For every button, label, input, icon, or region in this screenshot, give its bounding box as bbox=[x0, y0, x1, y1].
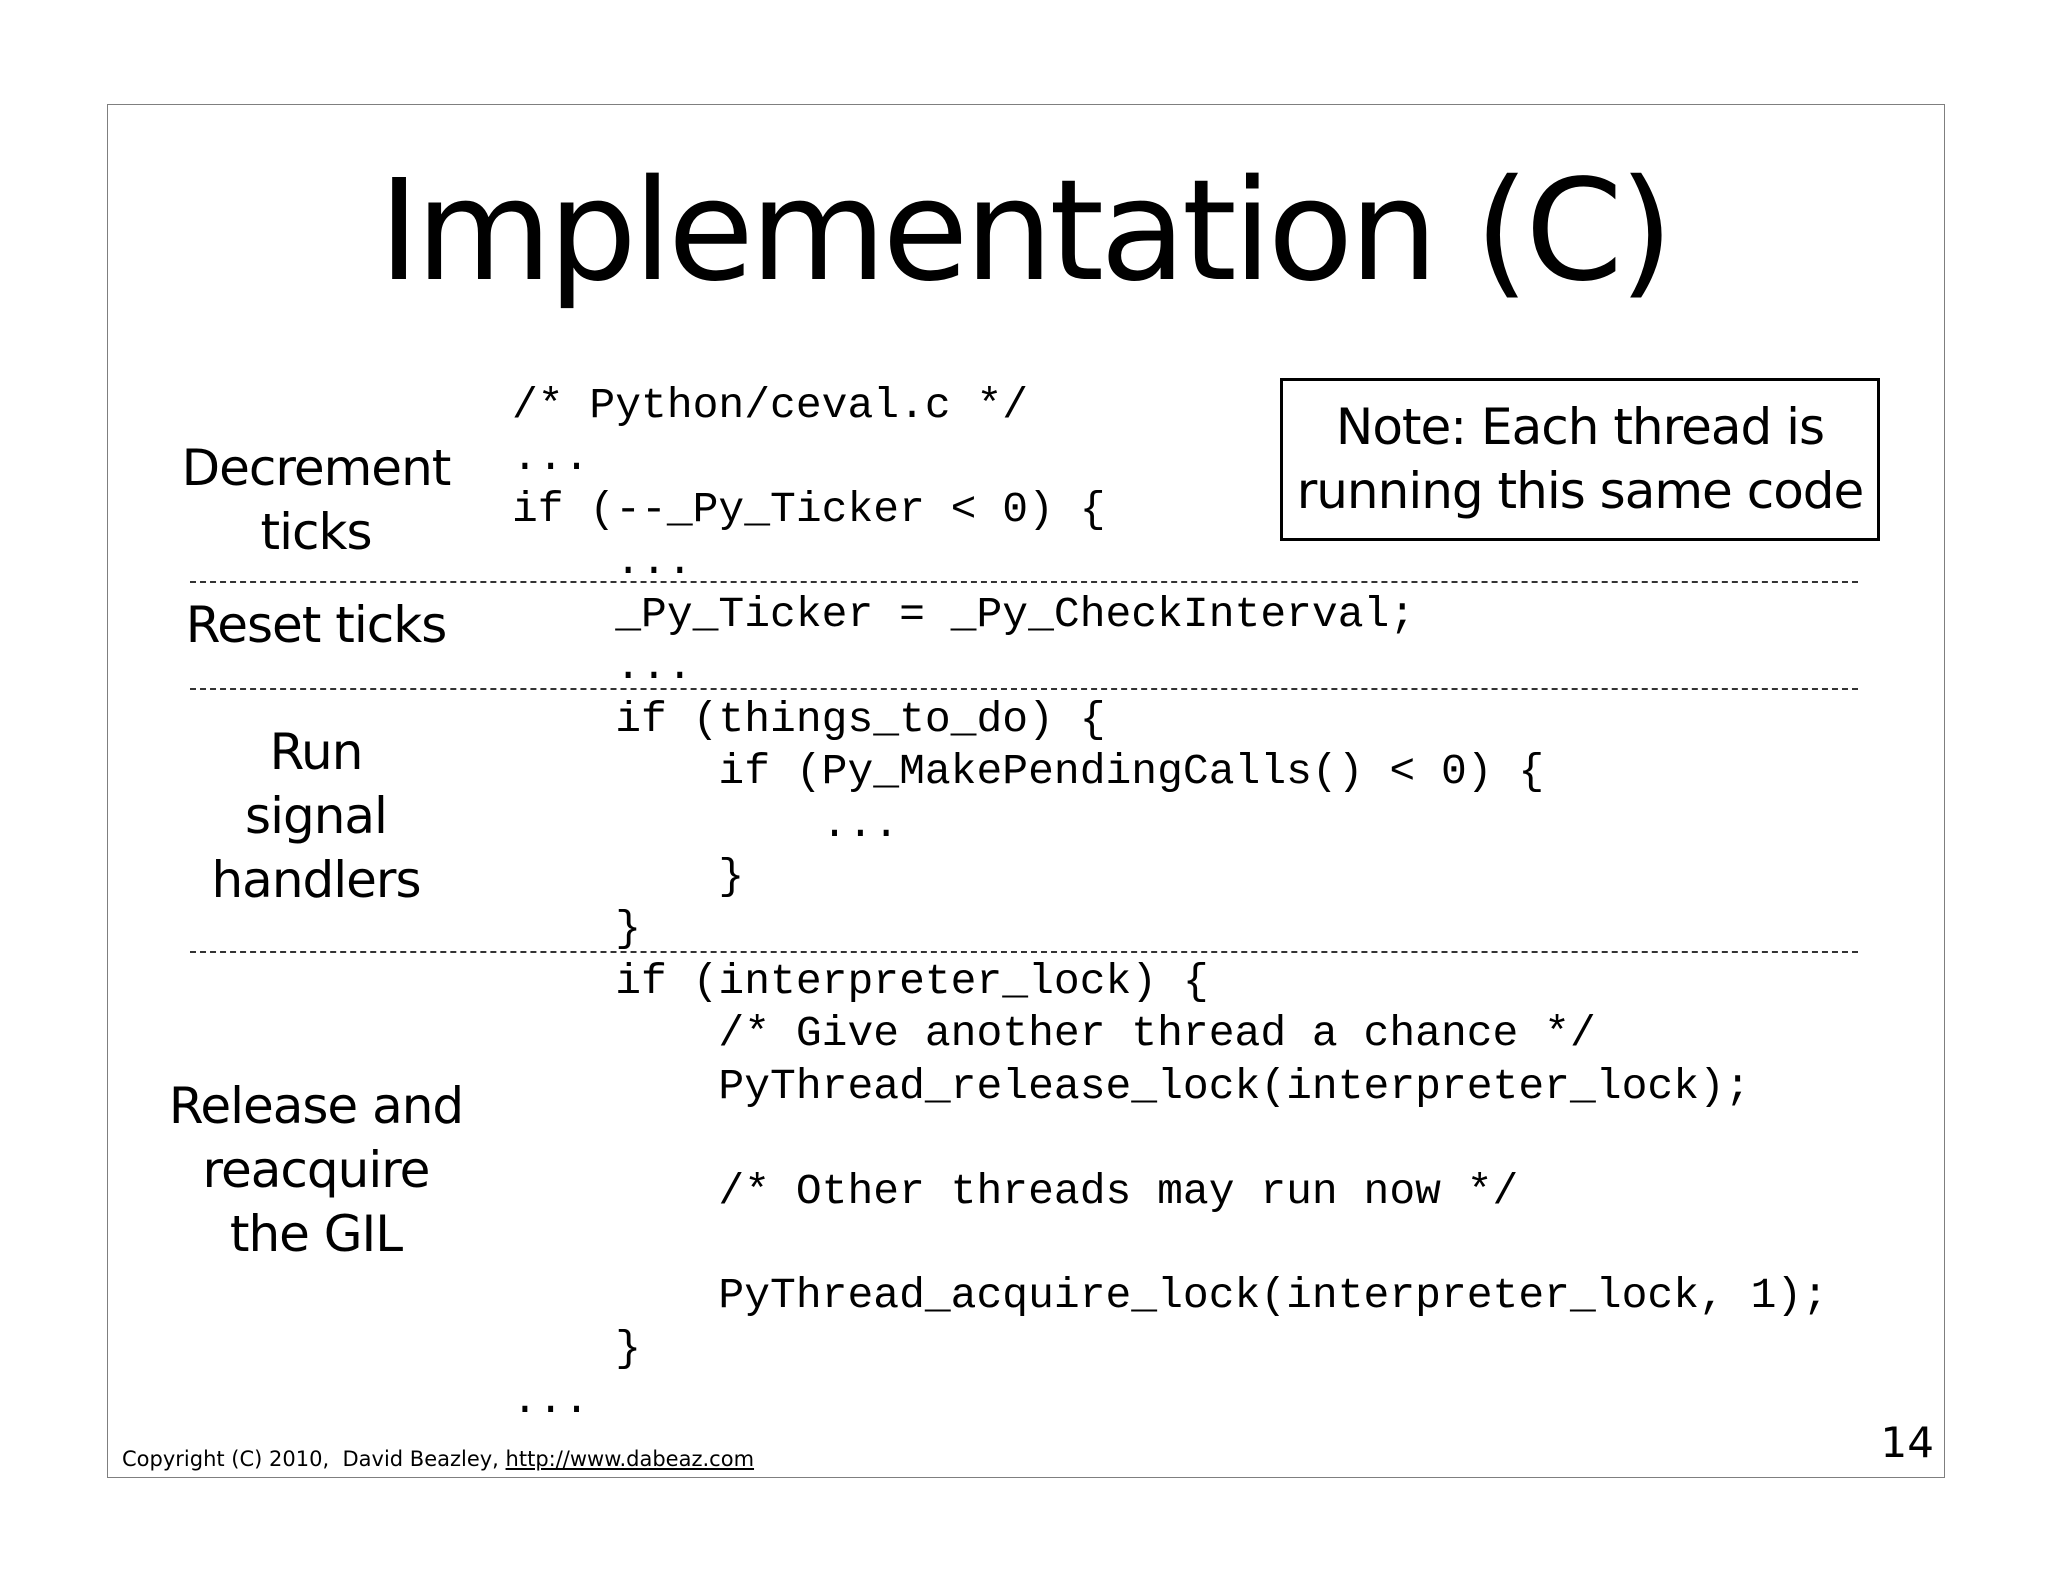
code-line: ... bbox=[512, 1376, 590, 1425]
label-run-signal-handlers: Run signal handlers bbox=[211, 723, 421, 909]
author-website-link[interactable]: http://www.dabeaz.com bbox=[505, 1447, 755, 1471]
code-line: if (--_Py_Ticker < 0) { bbox=[512, 485, 1106, 534]
section-divider bbox=[190, 581, 1858, 583]
code-line: /* Python/ceval.c */ bbox=[512, 381, 1029, 430]
label-release-reacquire-gil: Release and reacquire the GIL bbox=[168, 1077, 464, 1263]
code-line: } bbox=[512, 852, 745, 901]
code-line: } bbox=[512, 904, 642, 953]
label-reset-ticks: Reset ticks bbox=[185, 596, 448, 654]
code-line: } bbox=[512, 1324, 642, 1373]
note-line: running this same code bbox=[1296, 462, 1865, 520]
code-line: if (interpreter_lock) { bbox=[512, 957, 1209, 1006]
note-callout: Note: Each thread is running this same c… bbox=[1280, 378, 1880, 541]
code-line: ... bbox=[512, 800, 900, 849]
code-line: ... bbox=[512, 433, 590, 482]
code-line: PyThread_release_lock(interpreter_lock); bbox=[512, 1062, 1751, 1111]
page-number: 14 bbox=[1880, 1418, 1934, 1467]
label-decrement-ticks: Decrement ticks bbox=[181, 439, 452, 561]
code-line: if (Py_MakePendingCalls() < 0) { bbox=[512, 747, 1545, 796]
code-line: ... bbox=[512, 642, 693, 691]
slide-frame bbox=[107, 104, 1945, 1478]
copyright-footer: Copyright (C) 2010, David Beazley, http:… bbox=[122, 1446, 754, 1472]
section-divider bbox=[190, 688, 1858, 690]
code-line: ... bbox=[512, 537, 693, 586]
code-line: _Py_Ticker = _Py_CheckInterval; bbox=[512, 590, 1416, 639]
code-line: if (things_to_do) { bbox=[512, 695, 1106, 744]
code-line: /* Give another thread a chance */ bbox=[512, 1009, 1596, 1058]
code-line: PyThread_acquire_lock(interpreter_lock, … bbox=[512, 1271, 1829, 1320]
section-divider bbox=[190, 951, 1858, 953]
copyright-text: Copyright (C) 2010, David Beazley, bbox=[122, 1447, 506, 1471]
code-line: /* Other threads may run now */ bbox=[512, 1167, 1519, 1216]
slide-title: Implementation (C) bbox=[378, 150, 1673, 313]
note-line: Note: Each thread is bbox=[1335, 398, 1825, 456]
